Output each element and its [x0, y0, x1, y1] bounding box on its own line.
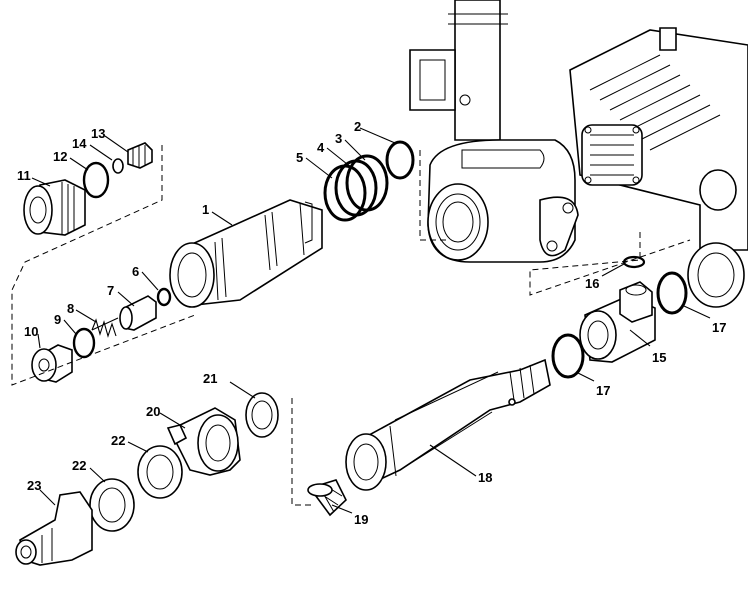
leader-lines — [31, 127, 711, 514]
part-22-bushing-upper — [137, 445, 183, 499]
part-22-bushing-lower — [89, 478, 135, 532]
callout-20: 20 — [146, 404, 160, 419]
part-23-hose-tail — [15, 491, 93, 566]
callout-labels: 1 2 3 4 5 6 7 8 9 10 11 12 13 14 15 16 1… — [17, 119, 726, 527]
part-16-o-ring — [622, 255, 646, 269]
part-10-plug — [31, 344, 73, 383]
callout-3: 3 — [335, 131, 342, 146]
callout-16: 16 — [585, 276, 599, 291]
callout-17-right: 17 — [712, 320, 726, 335]
callout-15: 15 — [652, 350, 666, 365]
part-20-coupling — [166, 407, 241, 476]
part-13-nipple — [127, 142, 153, 169]
callout-6: 6 — [132, 264, 139, 279]
callout-5: 5 — [296, 150, 303, 165]
part-3-ring — [345, 154, 389, 212]
part-21-washer — [245, 392, 279, 438]
part-17-o-ring-right — [656, 271, 688, 315]
callout-8: 8 — [67, 301, 74, 316]
part-1-body — [169, 199, 323, 308]
callout-1: 1 — [202, 202, 209, 217]
assembly-dashed-lines — [11, 145, 691, 506]
callout-22-lower: 22 — [72, 458, 86, 473]
part-12-o-ring — [82, 161, 110, 199]
callout-23: 23 — [27, 478, 41, 493]
callout-12: 12 — [53, 149, 67, 164]
callout-10: 10 — [24, 324, 38, 339]
callout-4: 4 — [317, 140, 325, 155]
callout-18: 18 — [478, 470, 492, 485]
part-19-filter — [307, 479, 347, 517]
part-2-ring — [385, 140, 415, 180]
callout-13: 13 — [91, 126, 105, 141]
part-15-tee-fitting — [579, 281, 656, 363]
callout-9: 9 — [54, 312, 61, 327]
callout-19: 19 — [354, 512, 368, 527]
callout-7: 7 — [107, 283, 114, 298]
pump-housing — [409, 0, 748, 308]
part-14-o-ring — [112, 158, 124, 174]
callout-2: 2 — [354, 119, 361, 134]
callout-21: 21 — [203, 371, 217, 386]
callout-14: 14 — [72, 136, 87, 151]
part-9-o-ring — [72, 327, 96, 359]
callout-11: 11 — [17, 168, 31, 183]
callout-22-upper: 22 — [111, 433, 125, 448]
part-7-valve — [119, 295, 157, 331]
part-18-extension — [345, 358, 551, 491]
part-17-o-ring-left — [551, 333, 585, 379]
part-6-o-ring — [156, 287, 172, 307]
part-11-fitting — [23, 179, 86, 236]
callout-17-left: 17 — [596, 383, 610, 398]
part-8-spring — [91, 317, 119, 338]
